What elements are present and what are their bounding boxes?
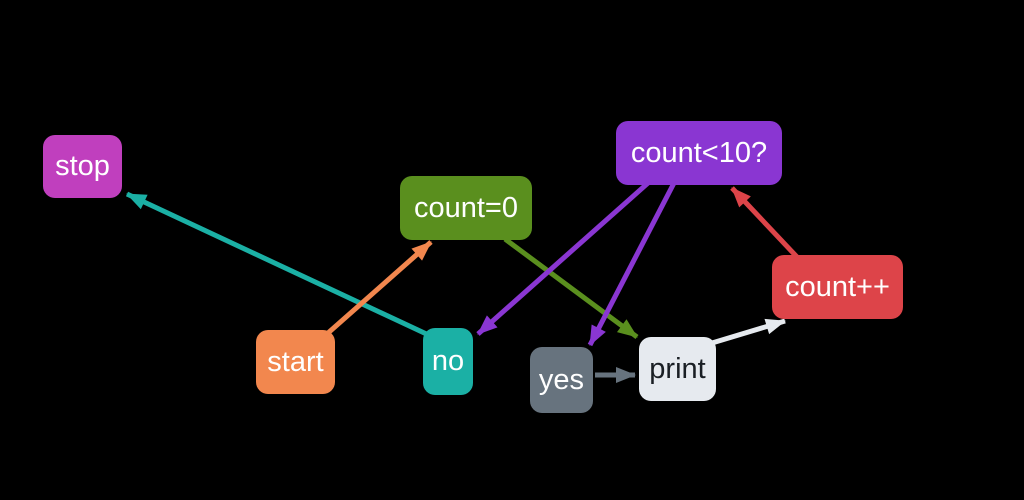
- node-count-init[interactable]: count=0: [400, 176, 532, 240]
- edge-no-stop: [125, 191, 452, 348]
- node-label: count<10?: [630, 136, 768, 169]
- edge-start-countinit: [326, 240, 433, 335]
- node-label: stop: [55, 150, 110, 182]
- node-start[interactable]: start: [256, 330, 335, 394]
- node-label: count++: [785, 270, 890, 303]
- node-label: no: [431, 345, 465, 377]
- node-no[interactable]: no: [423, 328, 473, 395]
- edge-countcheck-yes: [587, 181, 677, 347]
- node-label: start: [267, 345, 324, 378]
- edge-countinit-print: [503, 236, 639, 340]
- node-count-inc[interactable]: count++: [772, 255, 903, 319]
- node-label: print: [649, 352, 706, 385]
- node-yes[interactable]: yes: [530, 347, 593, 413]
- edge-countinc-countcheck: [730, 186, 799, 259]
- node-stop[interactable]: stop: [43, 135, 122, 198]
- edge-countcheck-no: [476, 181, 650, 336]
- node-label: count=0: [413, 191, 518, 224]
- node-label: yes: [538, 363, 585, 396]
- node-count-check[interactable]: count<10?: [616, 121, 782, 185]
- edge-print-countinc: [711, 318, 786, 346]
- node-print[interactable]: print: [639, 337, 716, 401]
